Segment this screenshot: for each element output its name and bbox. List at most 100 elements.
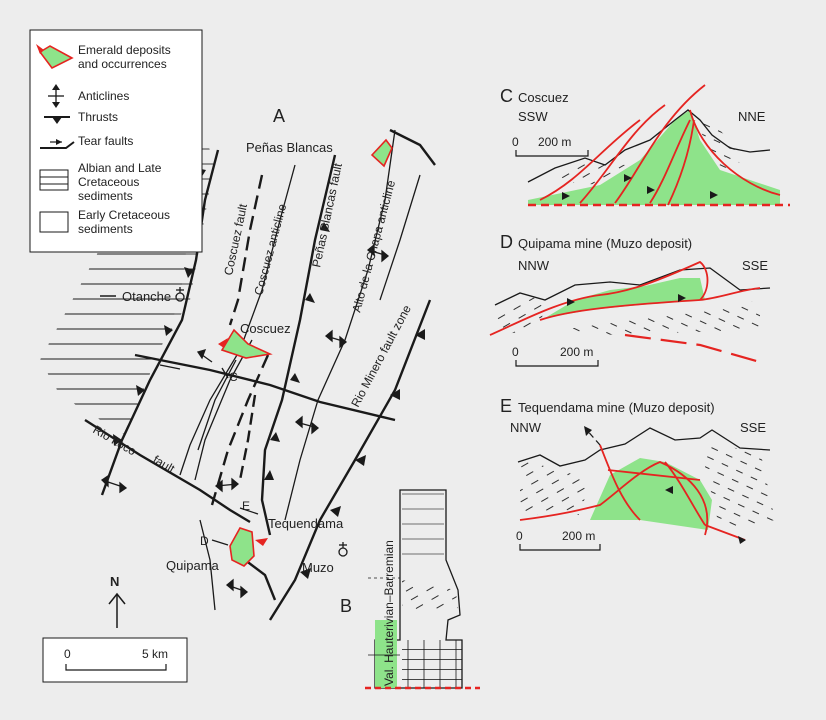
legend-thrust-icon: [44, 116, 70, 124]
section-d-scale-bar: [515, 360, 599, 367]
emerald-red-arrows: [218, 338, 268, 546]
emerald-coscuez: [220, 328, 273, 359]
section-c-scale-0: 0: [512, 135, 519, 149]
section-c-scale-len: 200 m: [538, 135, 571, 149]
section-e-left: NNW: [510, 420, 542, 435]
section-c: C Coscuez SSW NNE 0 200 m: [500, 84, 790, 207]
column-b-shale: [402, 492, 444, 560]
legend-tear-faults: Tear faults: [78, 134, 133, 148]
section-c-arrows: [562, 174, 718, 200]
section-b-label: B: [340, 596, 352, 616]
section-c-scale-bar: [515, 150, 589, 157]
penas-blancas-fault-line: [260, 154, 337, 536]
legend-albian-swatch: [39, 169, 69, 191]
section-e-dash-fault: [584, 427, 601, 446]
section-c-left: SSW: [518, 109, 548, 124]
legend-tear-fault-icon: [40, 139, 75, 149]
coscuez-fault-south: [210, 354, 270, 506]
section-d-green: [545, 278, 705, 318]
map-label-sec-e: E: [242, 499, 250, 513]
section-d-faults: [489, 260, 761, 336]
south-fault-1: [199, 519, 216, 611]
section-d-label: D: [500, 232, 513, 252]
section-e: E Tequendama mine (Muzo deposit) NNW SSE…: [500, 396, 775, 551]
section-e-scale-len: 200 m: [562, 529, 595, 543]
south-fault-2: [244, 559, 277, 601]
legend-early-l1: Early Cretaceous: [78, 208, 170, 222]
legend-emerald-icon: [38, 45, 74, 70]
map-label-coscuez-fault: Coscuez fault: [221, 202, 250, 277]
legend-albian-l2: Cretaceous: [78, 175, 139, 189]
section-d-hatch: [495, 295, 545, 335]
section-c-hatch-right: [695, 120, 745, 170]
section-d-scale-0: 0: [512, 345, 519, 359]
section-d-left: NNW: [518, 258, 550, 273]
section-lines-map: [211, 367, 259, 546]
section-d-scale-len: 200 m: [560, 345, 593, 359]
map-scale-bar: [65, 664, 167, 671]
section-e-right: SSE: [740, 420, 766, 435]
map-label-otanche: Otanche: [122, 289, 171, 304]
section-e-green: [590, 458, 712, 530]
section-c-hatch-left: [548, 160, 625, 185]
emerald-penas-blancas: [370, 138, 393, 168]
inner-fault-2: [197, 359, 237, 451]
rio-minero-teeth: [300, 329, 425, 579]
map-label-quipama: Quipama: [166, 558, 220, 573]
section-b-stage: Val. Hauterivian–Barremian: [382, 540, 396, 686]
muzo-mine-symbol: [338, 542, 348, 557]
section-d: D Quipama mine (Muzo deposit) NNW SSE 0 …: [489, 232, 771, 367]
legend-early-l2: sediments: [78, 222, 133, 236]
section-e-hatch-right: [700, 445, 775, 530]
section-e-faults: [519, 444, 746, 541]
section-d-arrows: [567, 294, 686, 306]
legend-emerald-l2: and occurrences: [78, 57, 167, 71]
section-d-hatch-right: [560, 300, 760, 335]
section-e-scale-bar: [519, 544, 601, 551]
emerald-quipama: [229, 527, 255, 567]
legend-early-swatch: [39, 211, 69, 233]
section-e-scale-0: 0: [516, 529, 523, 543]
north-arrow: N: [108, 574, 126, 628]
section-d-right: SSE: [742, 258, 768, 273]
section-c-label: C: [500, 86, 513, 106]
section-e-hatch-left: [520, 460, 590, 515]
map-label-penas-blancas: Peñas Blancas: [246, 140, 333, 155]
section-c-right: NNE: [738, 109, 766, 124]
column-b-conglomerate: [402, 580, 458, 612]
ne-fault: [389, 128, 436, 166]
section-c-green: [528, 110, 780, 205]
tequendama-fault: [238, 394, 257, 481]
section-e-title: Tequendama mine (Muzo deposit): [518, 400, 715, 415]
section-d-topo: [494, 267, 771, 306]
legend-albian-l1: Albian and Late: [78, 161, 162, 175]
section-e-topo: [517, 427, 771, 467]
ne-fault-2: [379, 174, 421, 301]
legend: Emerald deposits and occurrences Anticli…: [29, 29, 203, 253]
legend-anticline-icon: [48, 84, 64, 108]
map-label-muzo: Muzo: [302, 560, 334, 575]
anticline-arrows: [100, 243, 390, 599]
rio-minero-fault: [268, 299, 432, 621]
map-label-sec-d: D: [200, 534, 209, 548]
alto-chapa-anticline: [284, 129, 396, 521]
map-label-fault: fault: [151, 452, 178, 476]
map-panel-label: A: [273, 106, 285, 126]
map-scale-box: [42, 637, 188, 683]
svg-text:N: N: [110, 574, 119, 589]
map-label-rio-minero: Rio Minero fault zone: [348, 302, 414, 409]
map-label-alto-chapa: Alto de la Chapa anticline: [349, 178, 398, 313]
column-b-bricks: [402, 640, 462, 688]
section-c-title: Coscuez: [518, 90, 569, 105]
section-b: B Val. Hauterivian–Barremian: [340, 489, 480, 690]
legend-thrusts: Thrusts: [78, 110, 118, 124]
section-d-title: Quipama mine (Muzo deposit): [518, 236, 692, 251]
column-b-green: [375, 620, 397, 688]
east-tear-fault: [134, 353, 396, 422]
section-e-label: E: [500, 396, 512, 416]
penas-blancas-teeth: [264, 222, 330, 480]
map-scale-5km: 5 km: [142, 647, 168, 661]
legend-anticlines: Anticlines: [78, 89, 129, 103]
map-label-penas-blancas-fault: Peñas Blancas fault: [309, 161, 345, 268]
